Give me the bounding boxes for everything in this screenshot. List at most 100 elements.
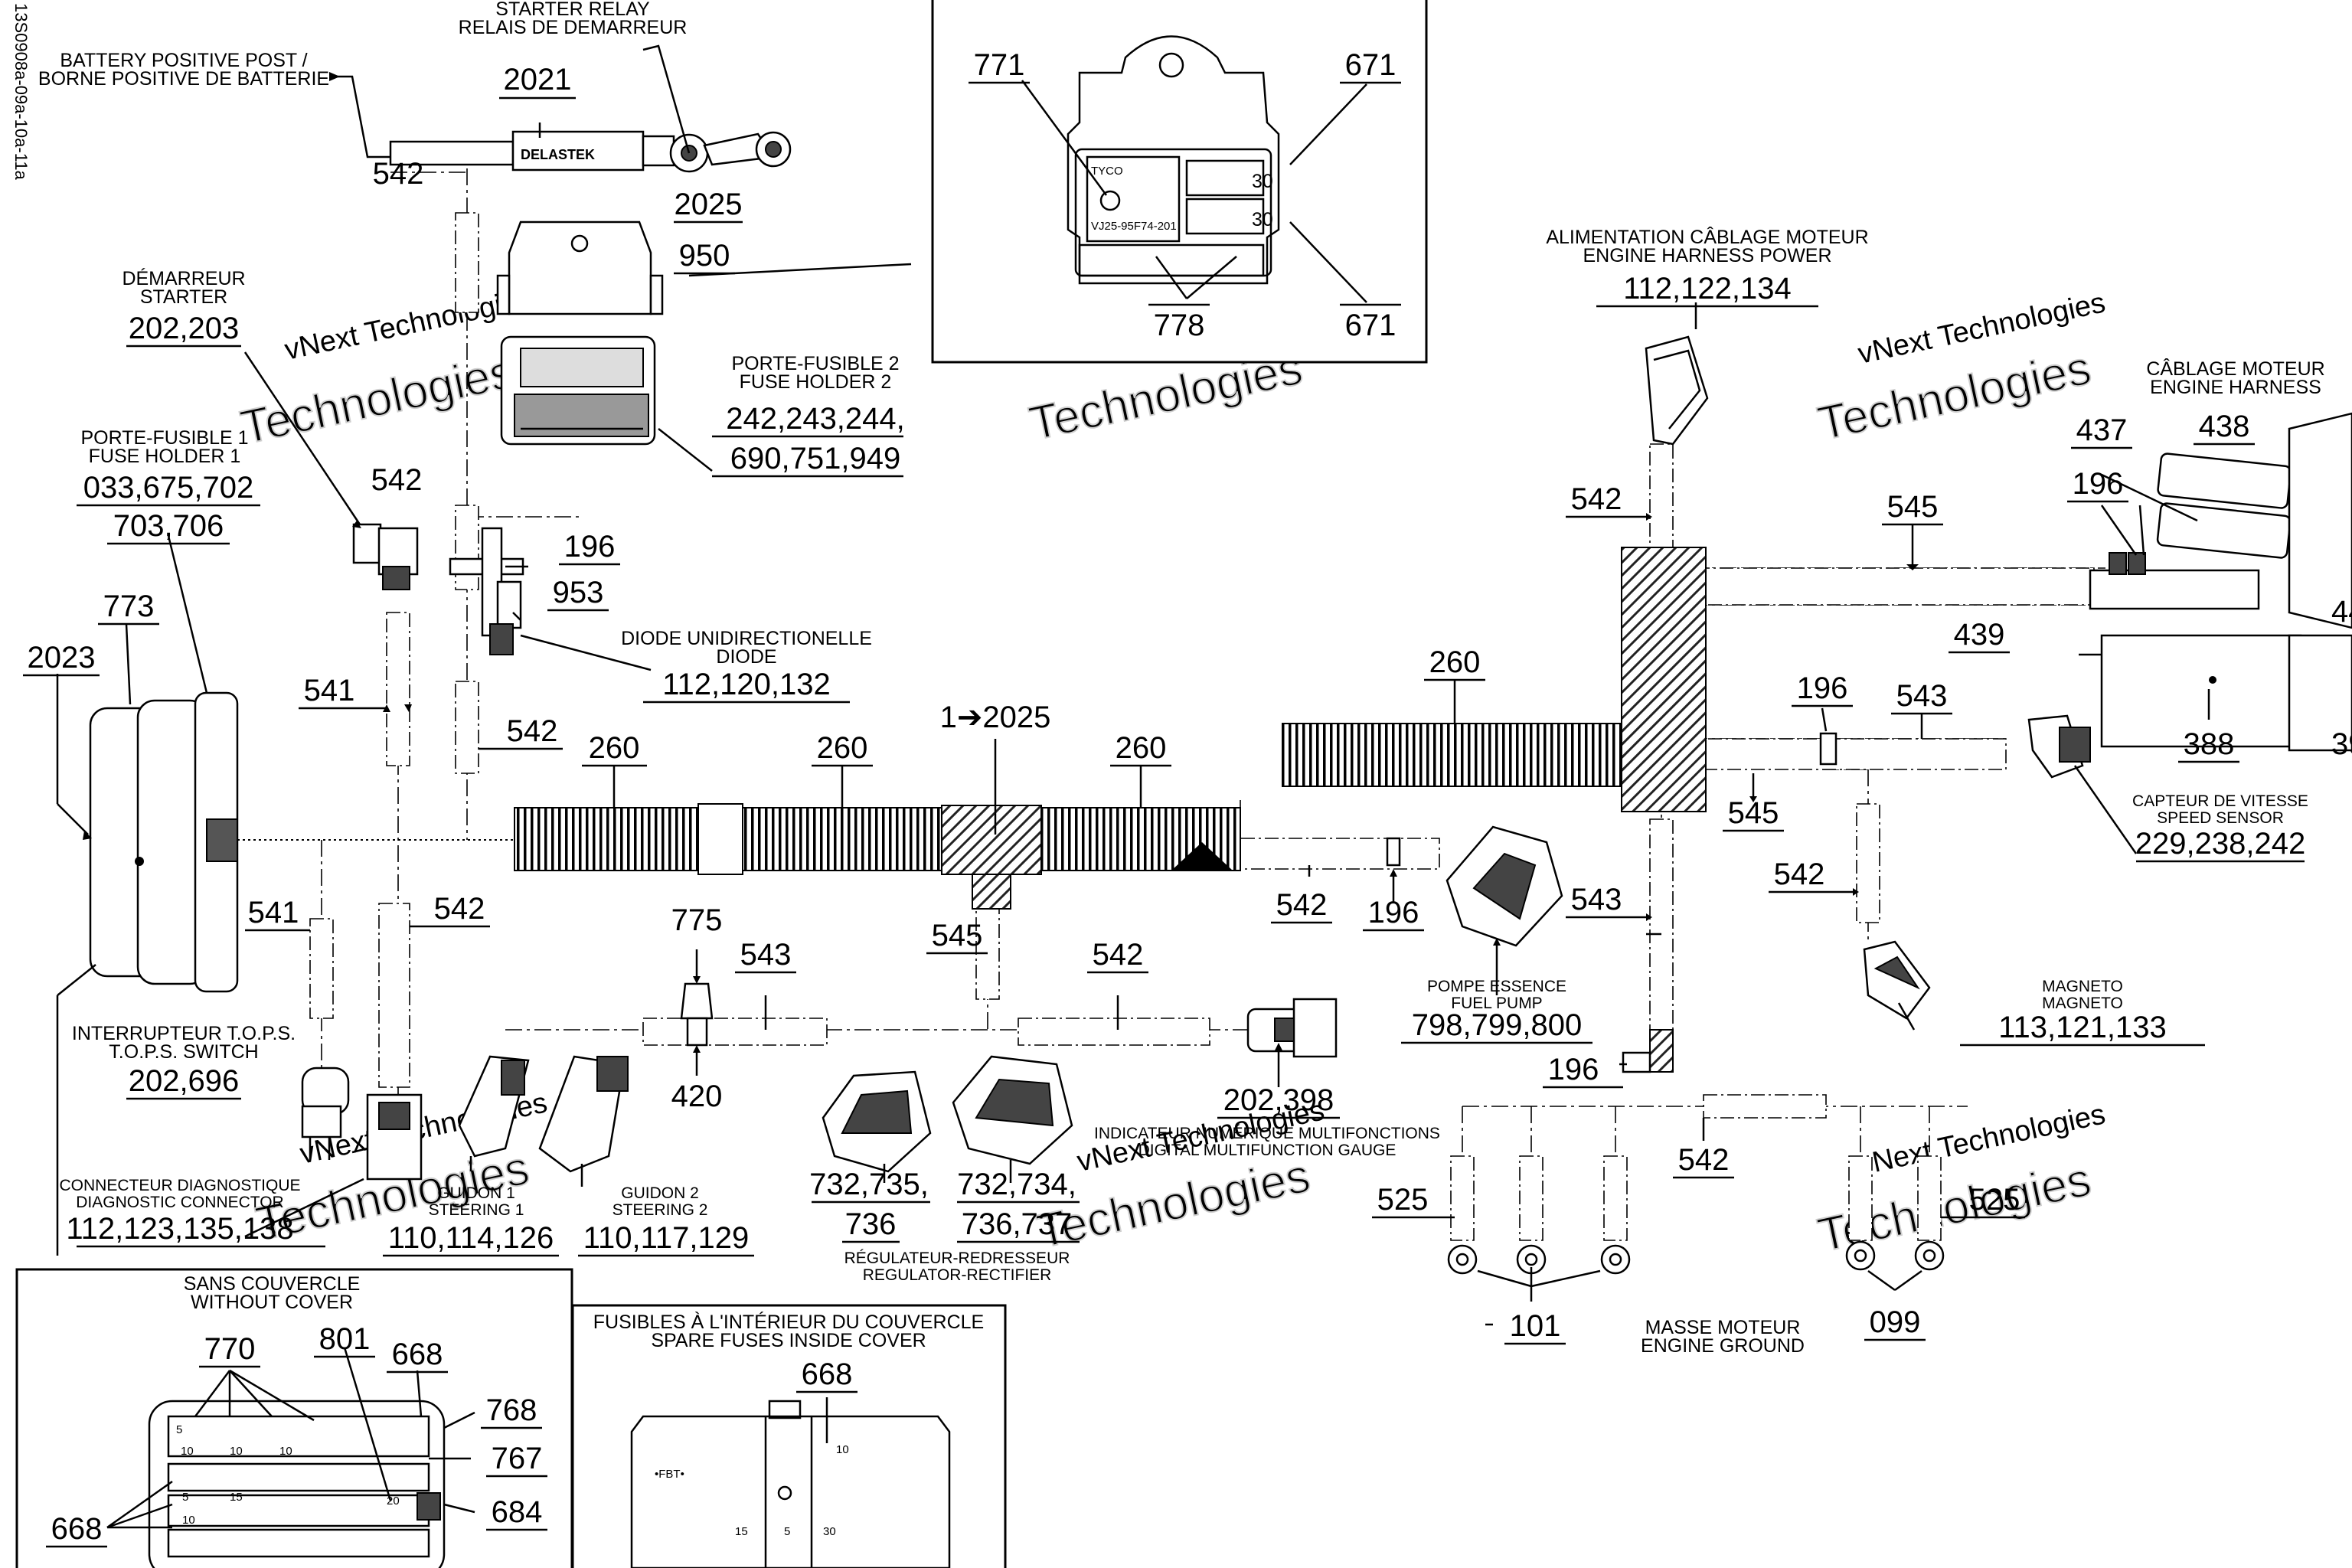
- ref-tops: 202,696: [129, 1064, 240, 1098]
- ref-801: 801: [319, 1322, 371, 1356]
- ref-525: 525: [1377, 1183, 1429, 1217]
- diode: [449, 527, 524, 655]
- ref-525: 525: [1969, 1183, 2020, 1217]
- label-line: BORNE POSITIVE DE BATTERIE: [38, 68, 329, 90]
- label-line: CONNECTEUR DIAGNOSTIQUE: [59, 1177, 300, 1194]
- label-line: DIAGNOSTIC CONNECTOR: [76, 1194, 283, 1211]
- ref-542: 542: [1093, 938, 1144, 972]
- engine-harness-connectors: [2089, 412, 2352, 752]
- ref-437: 437: [2076, 413, 2128, 447]
- ref-543: 543: [740, 938, 792, 972]
- ref-196: 196: [564, 530, 616, 564]
- ref-420: 420: [671, 1080, 723, 1113]
- label-line: MASSE MOTEUR: [1645, 1317, 1801, 1338]
- fuse-box-without-cover-inset: 5 10 10 10 5 15 10 20: [15, 1268, 573, 1568]
- connector-202-398: [1246, 998, 1338, 1058]
- ref-778: 778: [1154, 309, 1205, 342]
- label-line: INTERRUPTEUR T.O.P.S.: [72, 1023, 296, 1044]
- ref-gauge: 736,737: [962, 1207, 1073, 1241]
- label-line: CAPTEUR DE VITESSE: [2132, 792, 2308, 810]
- ref-magneto: 113,121,133: [1998, 1011, 2166, 1044]
- ref-fuse-holder-1: 703,706: [113, 509, 224, 543]
- ref-2021: 2021: [504, 63, 572, 96]
- label-line: FUEL PUMP: [1451, 995, 1542, 1012]
- label-line: STEERING 1: [429, 1201, 524, 1219]
- label-line: DIGITAL MULTIFUNCTION GAUGE: [1138, 1142, 1396, 1159]
- fuse-value: 5: [182, 1491, 188, 1504]
- label-line: SANS COUVERCLE: [184, 1273, 361, 1295]
- label-line: ENGINE HARNESS: [2150, 377, 2321, 398]
- ref-542: 542: [1276, 888, 1328, 922]
- ref-196: 196: [2073, 467, 2124, 501]
- label-line: POMPE ESSENCE: [1427, 978, 1566, 995]
- diagnostic-connector: [366, 1093, 423, 1181]
- ref-196: 196: [1548, 1053, 1599, 1086]
- label-line: REGULATOR-RECTIFIER: [863, 1266, 1052, 1284]
- label-line: ENGINE GROUND: [1641, 1335, 1805, 1357]
- fuse-value: 10: [230, 1445, 243, 1458]
- fuse-value: 30: [823, 1525, 836, 1538]
- label-line: RÉGULATEUR-REDRESSEUR: [844, 1250, 1070, 1267]
- ref-671: 671: [1345, 48, 1396, 82]
- label-line: STARTER RELAY: [495, 0, 650, 20]
- engine-harness-power-connector: [1645, 335, 1709, 446]
- label-line: SPEED SENSOR: [2157, 809, 2284, 827]
- ref-542: 542: [371, 463, 423, 497]
- label-line: FUSE HOLDER 2: [740, 371, 892, 393]
- label-line: PORTE-FUSIBLE 1: [80, 427, 248, 449]
- regulator-connector: [822, 1070, 932, 1173]
- ref-diode: 112,120,132: [662, 668, 830, 701]
- ground-ring-terminals: [1447, 1240, 1945, 1275]
- ref-fuel-pump: 798,799,800: [1412, 1008, 1582, 1042]
- label-line: INDICATEUR NUMÉRIQUE MULTIFONCTIONS: [1094, 1125, 1440, 1142]
- protective-tubes: [309, 212, 2095, 1241]
- ref-542: 542: [507, 714, 558, 748]
- ref-260: 260: [1429, 645, 1481, 679]
- relay-detail-inset: TYCO VJ25-95F74-201 30 30: [931, 0, 1428, 364]
- ref-regulator: 736: [845, 1207, 897, 1241]
- ref-542: 542: [434, 892, 485, 926]
- fuse-value: 5: [784, 1525, 790, 1538]
- ref-773: 773: [103, 590, 155, 623]
- ref-196: 196: [1797, 671, 1848, 705]
- fuse-value: 10: [836, 1443, 849, 1456]
- ref-fuse-holder-1: 033,675,702: [83, 471, 253, 505]
- corrugated-conduit: [514, 723, 1643, 875]
- component-labels: BATTERY POSITIVE POST /BORNE POSITIVE DE…: [38, 0, 2325, 1357]
- battery-label: BATTERY POSITIVE POST /BORNE POSITIVE DE…: [38, 50, 329, 90]
- ref-541: 541: [304, 674, 355, 707]
- label-line: WITHOUT COVER: [191, 1292, 353, 1313]
- tops-switch: [301, 1067, 350, 1160]
- fuel-pump-connector: [1446, 825, 1563, 947]
- inset-fuse-value: 30: [1252, 209, 1273, 230]
- ref-steering1: 110,114,126: [388, 1221, 554, 1255]
- arrowheads: [83, 72, 1919, 1053]
- label-line: STEERING 2: [612, 1201, 708, 1219]
- cover-marking: •FBT•: [655, 1468, 684, 1481]
- label-line: DIODE: [716, 646, 776, 668]
- label-line: FUSIBLES À L'INTÉRIEUR DU COUVERCLE: [593, 1311, 984, 1333]
- label-line: DIODE UNIDIRECTIONELLE: [621, 628, 872, 649]
- ref-202-398: 202,398: [1223, 1083, 1334, 1117]
- ref-775: 775: [671, 903, 723, 937]
- label-line: ALIMENTATION CÂBLAGE MOTEUR: [1546, 226, 1868, 248]
- ref-684: 684: [492, 1495, 543, 1529]
- ref-542: 542: [1678, 1143, 1730, 1177]
- ref-starter: 202,203: [129, 312, 240, 345]
- speed-sensor: [2027, 714, 2091, 779]
- watermark-text: Technologies: [1814, 341, 2096, 451]
